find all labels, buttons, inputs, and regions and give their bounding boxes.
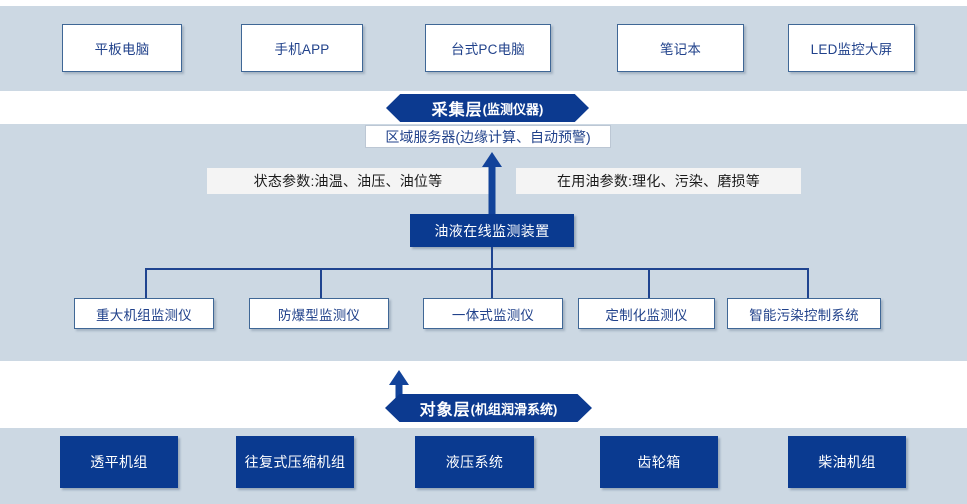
device-node-label: 定制化监测仪 (605, 307, 688, 323)
connector-drop-1 (145, 268, 147, 299)
object-node-gearbox[interactable]: 齿轮箱 (600, 436, 718, 488)
regional-server-node[interactable]: 区域服务器(边缘计算、自动预警) (365, 125, 611, 148)
device-node-integrated-monitor[interactable]: 一体式监测仪 (423, 298, 563, 329)
in-use-oil-parameters-chip: 在用油参数:理化、污染、磨损等 (516, 168, 801, 194)
oil-online-monitoring-hub[interactable]: 油液在线监测装置 (410, 214, 574, 247)
object-node-turbine-unit[interactable]: 透平机组 (60, 436, 178, 488)
connector-hub-stem (491, 247, 493, 269)
connector-drop-3 (491, 268, 493, 299)
in-use-oil-parameters-label: 在用油参数:理化、污染、磨损等 (557, 173, 760, 189)
object-layer-banner: 对象层 (机组润滑系统) (385, 394, 592, 422)
acquisition-banner-subtitle: (监测仪器) (482, 101, 544, 117)
device-node-label: 智能污染控制系统 (749, 307, 859, 323)
regional-server-label: 区域服务器(边缘计算、自动预警) (385, 128, 591, 145)
acquisition-banner-title: 采集层 (431, 102, 483, 119)
object-node-reciprocating-compressor[interactable]: 往复式压缩机组 (236, 436, 354, 488)
status-parameters-label: 状态参数:油温、油压、油位等 (253, 173, 443, 189)
object-node-hydraulic-system[interactable]: 液压系统 (415, 436, 534, 488)
object-node-label: 柴油机组 (818, 454, 876, 470)
presentation-node-label: LED监控大屏 (810, 42, 893, 57)
connector-horizontal-bus (145, 268, 808, 270)
presentation-node-label: 笔记本 (659, 42, 702, 57)
presentation-node-desktop-pc[interactable]: 台式PC电脑 (425, 24, 551, 72)
device-node-explosion-proof-monitor[interactable]: 防爆型监测仪 (249, 298, 389, 329)
object-node-label: 齿轮箱 (637, 454, 681, 470)
connector-drop-4 (648, 268, 650, 299)
device-node-customized-monitor[interactable]: 定制化监测仪 (578, 298, 715, 329)
object-node-label: 往复式压缩机组 (244, 454, 346, 470)
object-node-label: 液压系统 (445, 454, 504, 470)
status-parameters-chip: 状态参数:油温、油压、油位等 (207, 168, 489, 194)
device-node-smart-contamination-control[interactable]: 智能污染控制系统 (727, 298, 881, 329)
object-banner-subtitle: (机组润滑系统) (470, 401, 558, 417)
arrow-up-object-to-banner (388, 370, 410, 402)
object-node-label: 透平机组 (90, 454, 148, 470)
presentation-node-tablet[interactable]: 平板电脑 (62, 24, 182, 72)
device-node-label: 防爆型监测仪 (277, 307, 361, 323)
acquisition-layer-banner: 采集层 (监测仪器) (386, 94, 589, 122)
device-node-label: 一体式监测仪 (451, 307, 535, 323)
object-node-diesel-unit[interactable]: 柴油机组 (788, 436, 906, 488)
device-node-label: 重大机组监测仪 (96, 307, 192, 323)
presentation-node-mobile-app[interactable]: 手机APP (241, 24, 363, 72)
oil-online-monitoring-hub-label: 油液在线监测装置 (434, 222, 550, 239)
presentation-node-led-wall[interactable]: LED监控大屏 (788, 24, 915, 72)
connector-drop-5 (807, 268, 809, 299)
connector-drop-2 (320, 268, 322, 299)
object-banner-title: 对象层 (419, 402, 471, 419)
arrow-up-device-to-server (481, 152, 503, 218)
presentation-node-label: 台式PC电脑 (451, 42, 525, 57)
presentation-node-label: 平板电脑 (94, 42, 150, 57)
presentation-node-label: 手机APP (274, 42, 330, 57)
device-node-major-unit-monitor[interactable]: 重大机组监测仪 (74, 298, 214, 329)
presentation-node-laptop[interactable]: 笔记本 (617, 24, 744, 72)
